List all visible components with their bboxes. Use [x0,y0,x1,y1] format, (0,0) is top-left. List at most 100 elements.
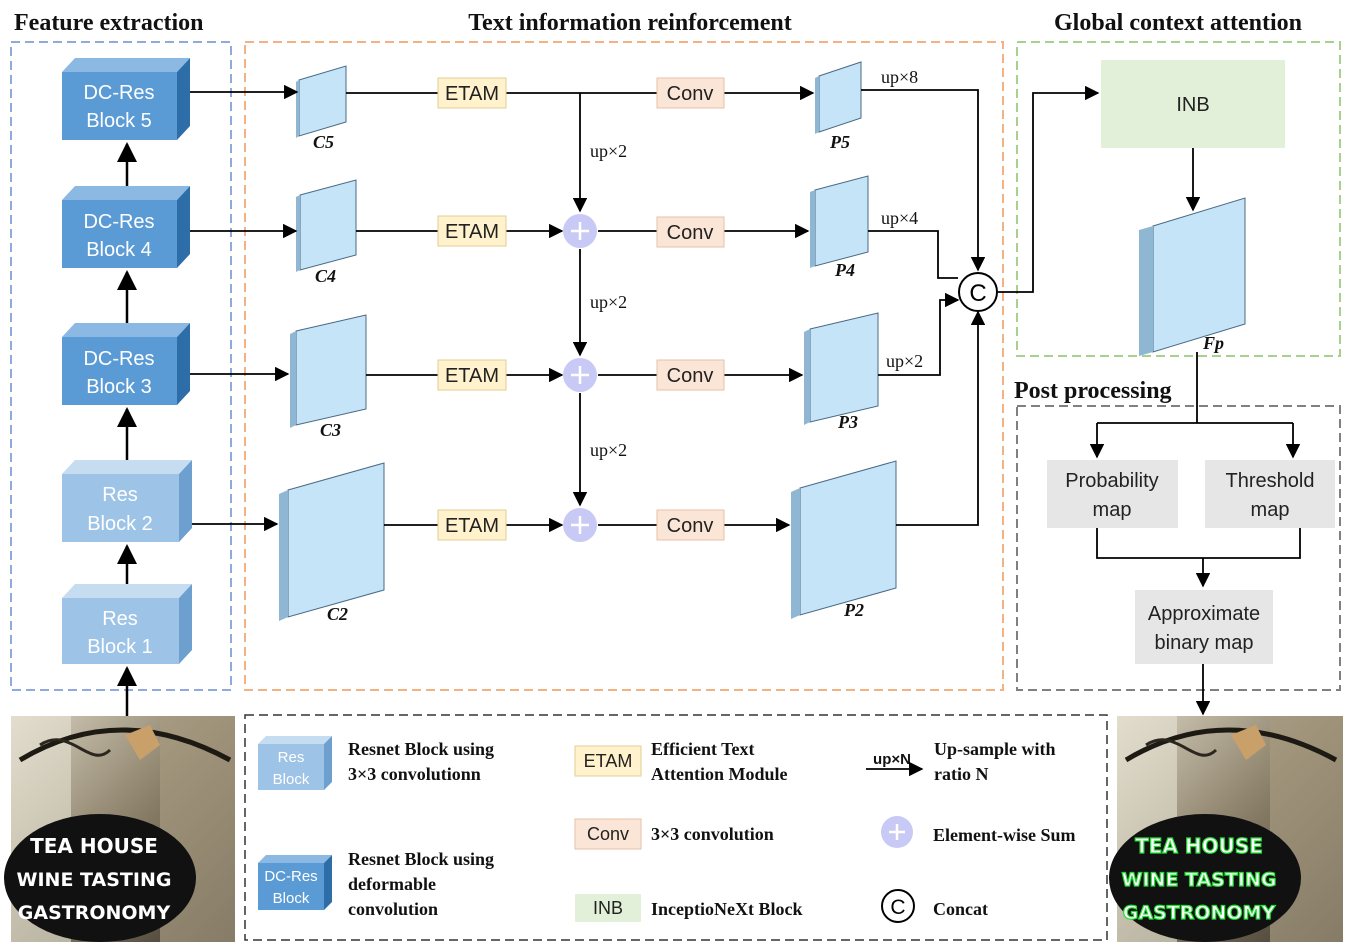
feature-map-p5 [815,61,862,134]
threshold-map-line2: map [1251,499,1290,521]
feature-map-c3 [290,314,367,428]
legend-res-desc-line2: 3×3 convolutionn [348,764,481,784]
legend-etam-icon-label: ETAM [584,751,633,771]
conv-box-4: Conv [656,509,725,541]
input-image: TEA HOUSE WINE TASTING GASTRONOMY [4,716,235,942]
res-block-2-line1: Res [102,484,138,506]
threshold-map-line1: Threshold [1226,470,1315,492]
label-up2-c: up×2 [590,440,627,460]
approx-map-line1: Approximate [1148,603,1260,625]
global-context-frame [1016,41,1341,357]
input-sign-line2: WINE TASTING [17,869,172,891]
label-p2: P2 [843,600,864,620]
sum-node-2 [563,358,597,392]
feature-map-p4 [810,175,869,268]
section-title-feature-extraction: Feature extraction [14,10,203,36]
feature-map-c2 [279,462,385,621]
dc-res-block-4: DC-Res Block 4 [62,186,190,268]
legend-res-icon-line1: Res [278,749,305,766]
conv-label-3: Conv [667,365,714,387]
inb-box: INB [1101,60,1285,148]
label-c3: C3 [320,420,341,440]
approximate-binary-map-box: Approximate binary map [1135,590,1273,664]
concat-node-label: C [969,280,986,307]
res-block-1-line2: Block 1 [87,636,153,658]
legend-dc-icon-line1: DC-Res [264,868,317,885]
legend-dc-desc-line3: convolution [348,899,438,919]
legend-inb-icon: INB [575,894,641,922]
etam-box-2: ETAM [437,215,507,247]
dc-res-block-3: DC-Res Block 3 [62,323,190,405]
legend-frame [244,714,1108,941]
legend-inb-icon-label: INB [593,898,623,918]
dc-res-block-4-line1: DC-Res [83,211,154,233]
res-block-2: Res Block 2 [62,460,192,542]
dc-res-block-5-line2: Block 5 [86,110,152,132]
legend-up-icon-label: up×N [873,751,911,768]
res-block-2-line2: Block 2 [87,513,153,535]
legend-dc-icon-line2: Block [273,890,310,907]
output-sign-line2: WINE TASTING [1122,869,1277,891]
dc-res-block-3-line2: Block 3 [86,376,152,398]
label-p3: P3 [837,412,858,432]
legend-conv-icon: Conv [574,818,642,850]
legend-inb-desc: InceptioNeXt Block [651,899,803,919]
etam-box-1: ETAM [437,77,507,109]
etam-label-2: ETAM [445,221,499,243]
legend-etam-desc-line1: Efficient Text [651,739,755,759]
output-sign-line1: TEA HOUSE [1135,834,1263,858]
etam-label-3: ETAM [445,365,499,387]
legend-res-icon-line2: Block [273,771,310,788]
dc-res-block-5-line1: DC-Res [83,82,154,104]
probability-map-line1: Probability [1065,470,1158,492]
legend-conv-desc: 3×3 convolution [651,824,774,844]
legend-concat-desc: Concat [933,899,988,919]
post-processing-frame [1016,405,1341,691]
threshold-map-box: Threshold map [1205,460,1335,528]
input-sign-line1: TEA HOUSE [30,834,158,858]
legend-up-desc-line1: Up-sample with [934,739,1056,759]
etam-box-4: ETAM [437,509,507,541]
text-reinforcement-frame [244,41,1004,691]
label-c4: C4 [315,266,336,286]
section-title-text-reinforcement: Text information reinforcement [468,10,792,36]
label-up2-a: up×2 [590,141,627,161]
label-p5: P5 [829,132,850,152]
legend-conv-icon-label: Conv [587,824,629,844]
label-up2-p3: up×2 [886,351,923,371]
legend-sum-desc: Element-wise Sum [933,825,1076,845]
legend-concat-icon-label: C [890,896,905,919]
inb-label: INB [1176,94,1209,116]
label-up8: up×8 [881,67,918,87]
dc-res-block-3-line1: DC-Res [83,348,154,370]
label-c5: C5 [313,132,334,152]
conv-box-2: Conv [656,216,725,248]
dc-res-block-5: DC-Res Block 5 [62,58,190,140]
etam-box-3: ETAM [437,359,507,391]
legend-etam-icon: ETAM [574,745,642,777]
section-title-global-context: Global context attention [1054,10,1302,36]
legend-res-desc-line1: Resnet Block using [348,739,494,759]
conv-label-2: Conv [667,222,714,244]
etam-label-1: ETAM [445,83,499,105]
label-c2: C2 [327,604,348,624]
legend-dc-desc-line2: deformable [348,874,436,894]
res-block-1-line1: Res [102,608,138,630]
legend-dc-desc-line1: Resnet Block using [348,849,494,869]
res-block-1: Res Block 1 [62,584,192,664]
input-sign-line3: GASTRONOMY [18,902,171,924]
sum-node-3 [563,508,597,542]
legend-etam-desc-line2: Attention Module [651,764,788,784]
conv-box-3: Conv [656,359,725,391]
legend-upsample-icon: up×N [866,751,924,777]
legend-dc-block-icon: DC-Res Block [258,855,332,910]
conv-label-1: Conv [667,83,714,105]
conv-label-4: Conv [667,515,714,537]
feature-map-c5 [296,65,347,138]
label-p4: P4 [834,260,855,280]
legend-res-block-icon: Res Block [258,736,332,790]
etam-label-4: ETAM [445,515,499,537]
output-sign-line3: GASTRONOMY [1123,902,1276,924]
legend-sum-icon [881,816,913,848]
sum-node-1 [563,214,597,248]
